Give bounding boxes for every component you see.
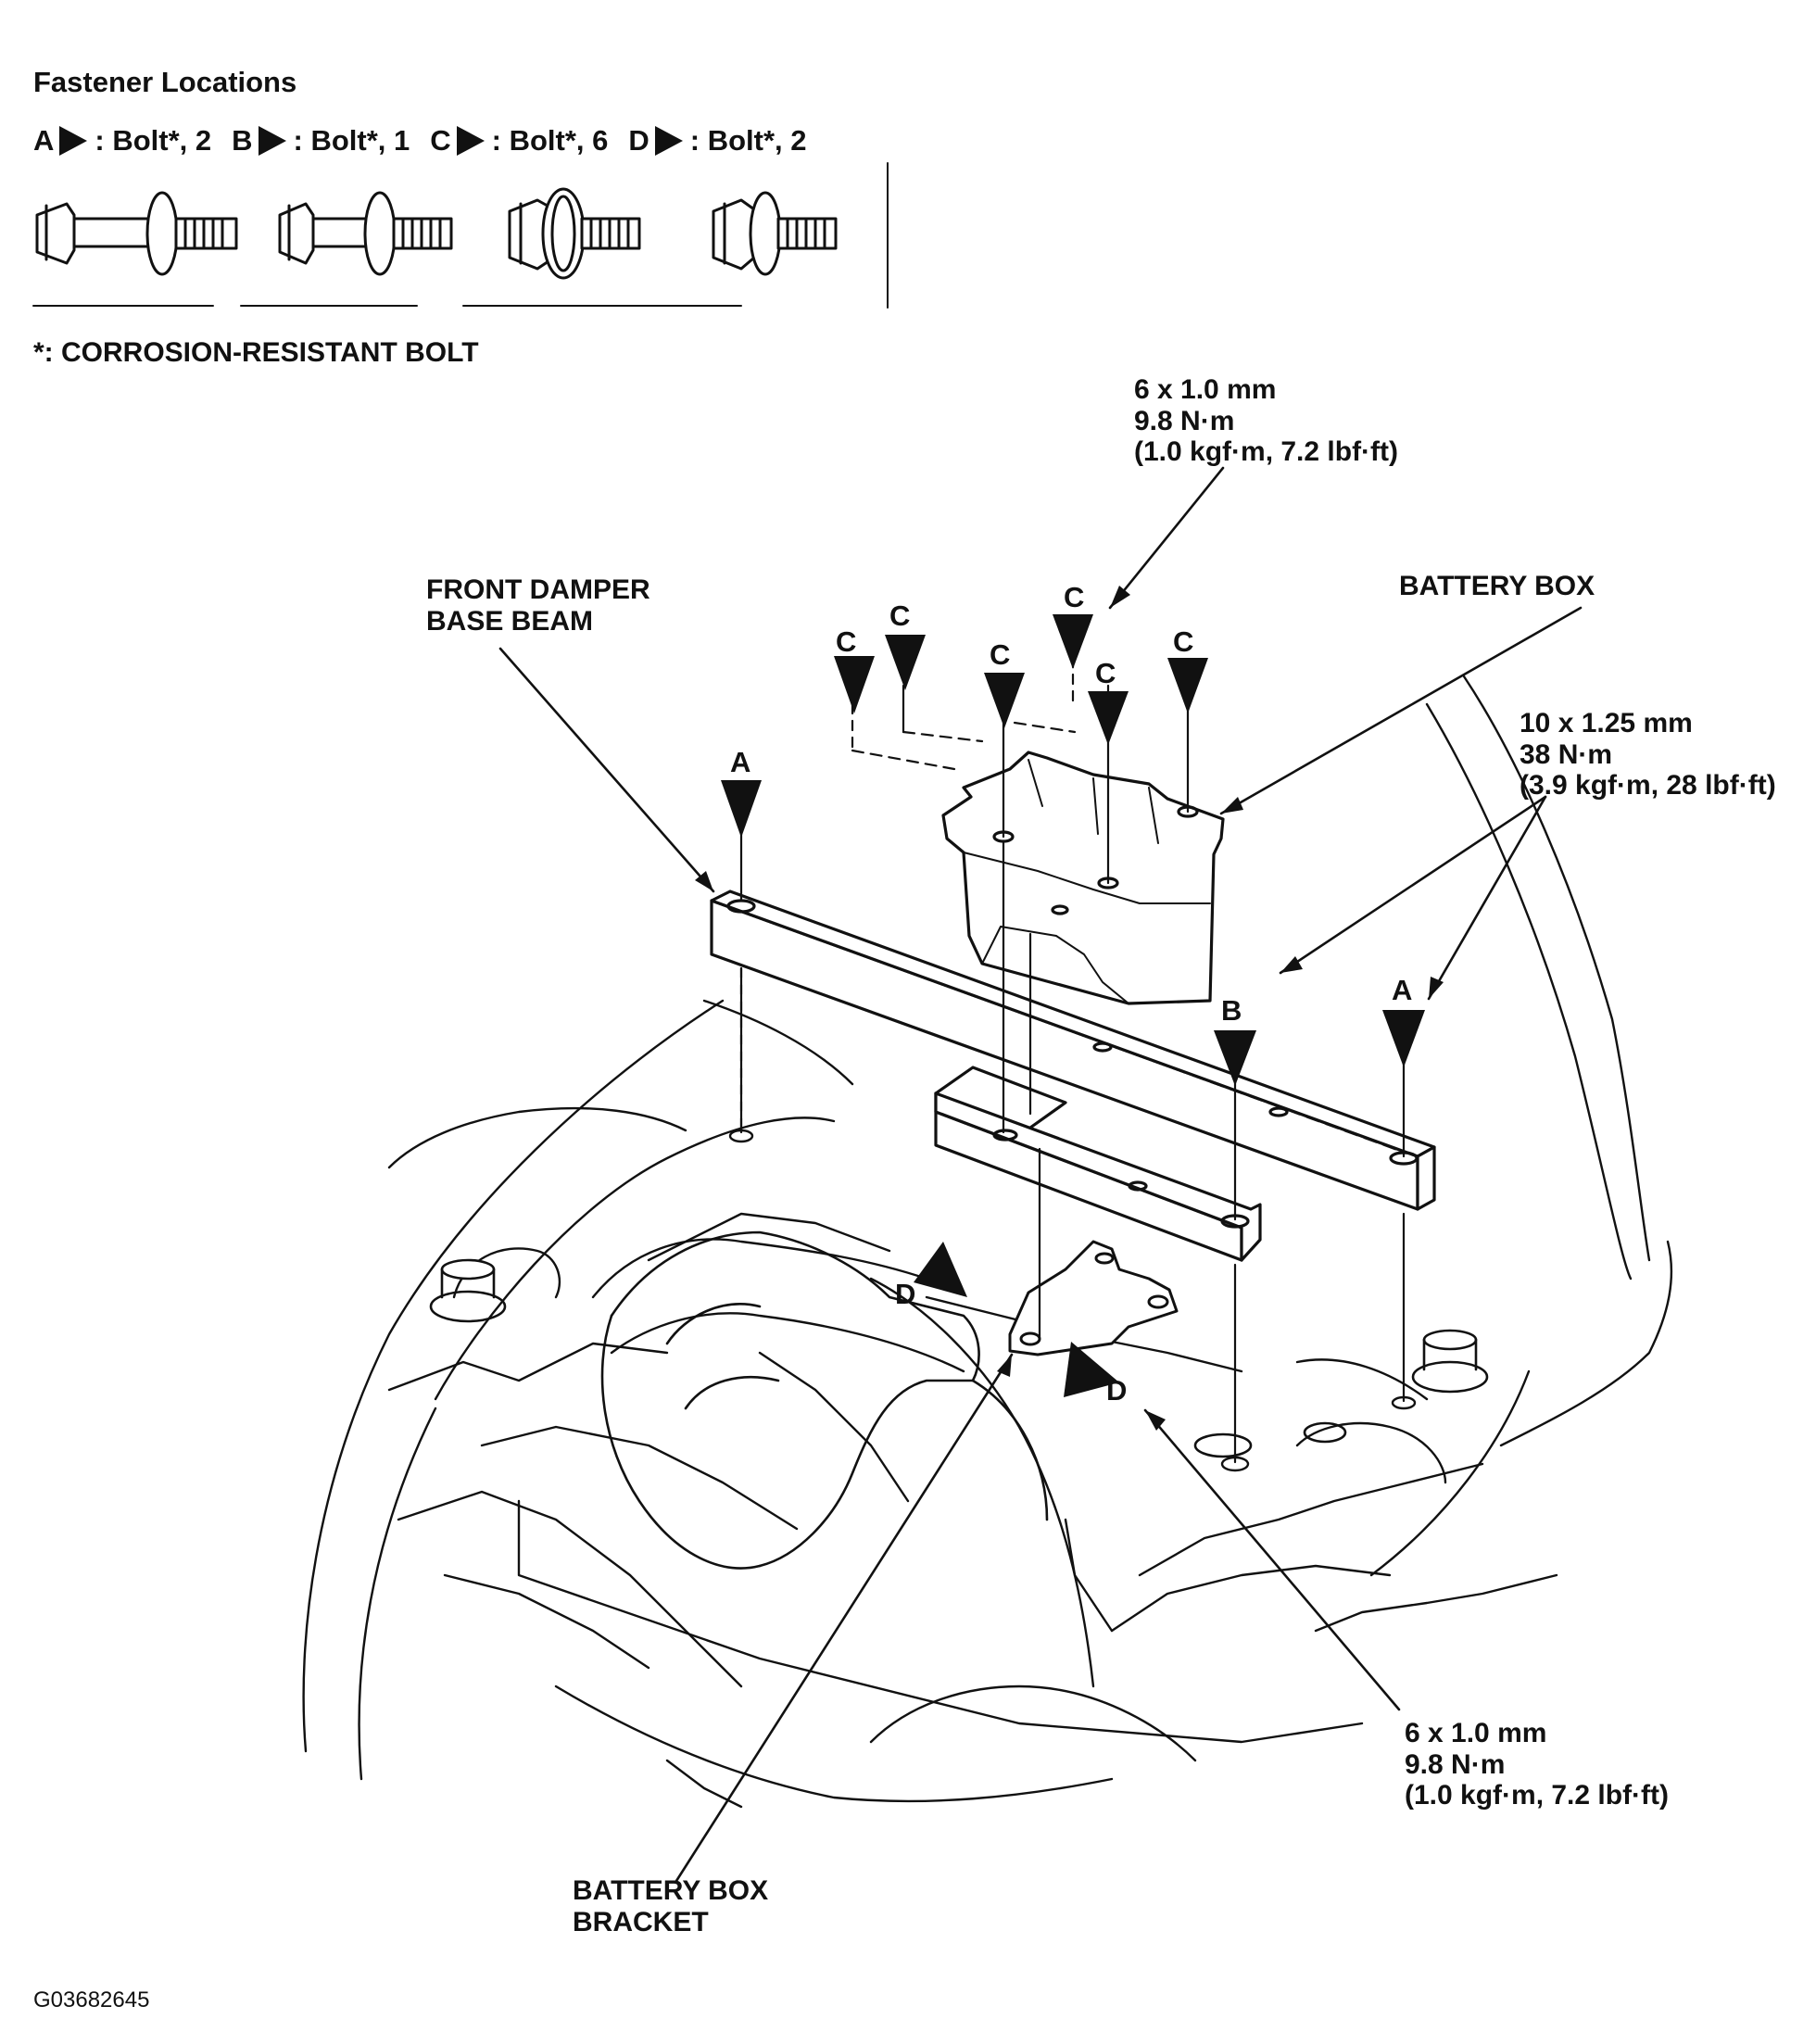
marker-triangles <box>721 614 1425 1397</box>
marker-c-2 <box>885 635 926 690</box>
legend-item-c: C : Bolt*, 6 <box>430 124 608 158</box>
marker-c-3 <box>984 673 1025 728</box>
marker-label-a: A <box>730 746 751 778</box>
marker-label-a: A <box>1392 974 1413 1006</box>
marker-label-c: C <box>836 625 857 658</box>
bolt-c-icon <box>508 187 641 280</box>
marker-b-1 <box>1214 1030 1256 1086</box>
label-battery-box-bracket: BATTERY BOX BRACKET <box>573 1875 769 1937</box>
legend-text: : Bolt*, 6 <box>491 124 609 157</box>
label-front-damper-base-beam: FRONT DAMPER BASE BEAM <box>426 574 650 637</box>
legend-item-a: A : Bolt*, 2 <box>33 124 211 158</box>
legend-letter: D <box>628 124 649 157</box>
marker-label-c: C <box>1064 581 1085 613</box>
legend-letter: B <box>232 124 253 157</box>
legend-letter: C <box>430 124 451 157</box>
engine-cover <box>600 1230 1049 1570</box>
label-battery-box: BATTERY BOX <box>1399 571 1595 601</box>
marker-c-1 <box>834 656 875 713</box>
figure-code: G03682645 <box>33 1987 150 2012</box>
marker-icon <box>654 126 683 156</box>
left-strut-tower <box>429 1258 507 1323</box>
front-damper-base-beam <box>710 890 1436 1211</box>
legend-text: : Bolt*, 2 <box>689 124 807 157</box>
right-strut-tower <box>1193 1329 1489 1458</box>
marker-c-6 <box>1167 658 1208 713</box>
marker-label-d: D <box>1106 1374 1128 1407</box>
leader-lines <box>498 466 1583 1883</box>
marker-label-d: D <box>895 1278 916 1310</box>
page-title: Fastener Locations <box>33 66 297 98</box>
marker-d-1 <box>914 1242 967 1297</box>
legend-letter: A <box>33 124 55 157</box>
legend-text: : Bolt*, 1 <box>293 124 410 157</box>
marker-c-5 <box>1088 691 1129 745</box>
footnote: *: CORROSION-RESISTANT BOLT <box>33 337 479 368</box>
marker-icon <box>456 126 485 156</box>
marker-a-2 <box>1382 1010 1425 1067</box>
marker-label-c: C <box>1095 657 1116 689</box>
bolt-d-icon <box>712 191 838 276</box>
torque-spec-right: 10 x 1.25 mm 38 N·m (3.9 kgf·m, 28 lbf·f… <box>1520 708 1776 801</box>
marker-icon <box>59 126 88 156</box>
bolt-a-icon <box>35 191 238 276</box>
fastener-legend: A : Bolt*, 2 B : Bolt*, 1 C : Bolt*, 6 D… <box>33 122 827 159</box>
battery-box-bracket-part <box>1008 1240 1179 1356</box>
legend-text: : Bolt*, 2 <box>95 124 212 157</box>
marker-label-c: C <box>889 599 911 632</box>
marker-label-c: C <box>1173 625 1194 658</box>
marker-label-b: B <box>1221 994 1242 1027</box>
vehicle-body <box>302 675 1673 1809</box>
legend-item-d: D : Bolt*, 2 <box>628 124 806 158</box>
battery-box-support-bracket <box>934 1066 1262 1262</box>
marker-d-2 <box>1064 1342 1119 1397</box>
marker-c-4 <box>1053 614 1093 669</box>
legend-item-b: B : Bolt*, 1 <box>232 124 410 158</box>
marker-a-1 <box>721 780 762 838</box>
leader-arrowheads <box>695 586 1444 1431</box>
bolt-b-icon <box>278 191 453 276</box>
marker-label-c: C <box>990 638 1011 671</box>
battery-box <box>941 751 1225 1005</box>
marker-icon <box>258 126 286 156</box>
torque-spec-top: 6 x 1.0 mm 9.8 N·m (1.0 kgf·m, 7.2 lbf·f… <box>1134 374 1399 468</box>
torque-spec-bottom: 6 x 1.0 mm 9.8 N·m (1.0 kgf·m, 7.2 lbf·f… <box>1405 1718 1670 1811</box>
